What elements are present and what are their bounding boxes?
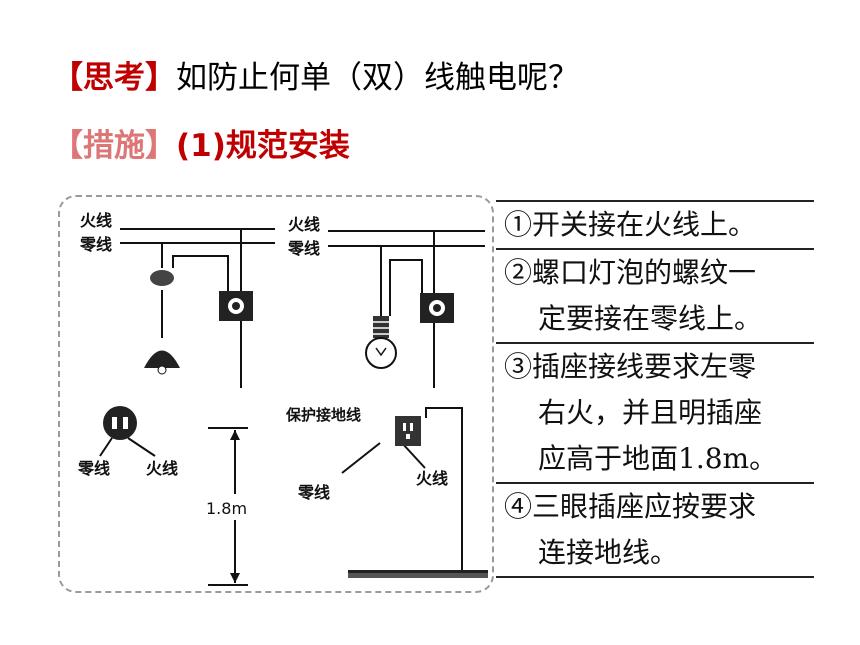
- neutral-wire-label-1: 零线: [79, 235, 112, 254]
- live-wire-label-2: 火线: [288, 215, 320, 234]
- ground-hatch: [348, 570, 488, 578]
- live-wire-label-1: 火线: [80, 211, 112, 230]
- light-bulb-icon: [365, 337, 397, 369]
- step-3-line-3: 应高于地面1.8m。: [538, 442, 778, 475]
- think-heading: 【思考】如防止何单（双）线触电呢？: [52, 56, 579, 100]
- measure-text: (1)规范安装: [176, 128, 350, 164]
- step-3: ③插座接线要求左零 右火，并且明插座 应高于地面1.8m。: [496, 342, 814, 482]
- wiring-diagram: 火线 零线 火线 零线 零线 火线 保护接地线 零线 火线 1.8m: [77, 211, 488, 586]
- measure-heading: 【措施】(1)规范安装: [52, 124, 350, 168]
- step-3-line-2: 右火，并且明插座: [538, 396, 763, 429]
- ground-outlet-neutral-label: 零线: [297, 483, 330, 502]
- steps-list: ①开关接在火线上。 ②螺口灯泡的螺纹一 定要接在零线上。 ③插座接线要求左零 右…: [496, 200, 814, 578]
- think-tag: 【思考】: [52, 60, 176, 96]
- outlet-neutral-label: 零线: [77, 459, 110, 478]
- step-2-line-2: 定要接在零线上。: [538, 302, 763, 335]
- three-hole-outlet-icon: [395, 416, 421, 446]
- step-4: ④三眼插座应按要求 连接地线。: [496, 482, 814, 578]
- step-4-line-2: 连接地线。: [538, 536, 679, 569]
- measure-tag: 【措施】: [52, 128, 176, 164]
- lamp-shade-icon: [144, 350, 180, 368]
- step-4-line-1: ④三眼插座应按要求: [504, 490, 757, 523]
- two-hole-outlet-icon: [103, 406, 137, 440]
- think-text: 如防止何单（双）线触电呢？: [176, 60, 579, 96]
- step-1: ①开关接在火线上。: [496, 200, 814, 248]
- protective-ground-label: 保护接地线: [285, 406, 361, 424]
- outlet-live-label: 火线: [146, 459, 178, 478]
- step-1-line-1: ①开关接在火线上。: [504, 208, 757, 241]
- step-3-line-1: ③插座接线要求左零: [504, 350, 757, 383]
- diagram-panel: [58, 195, 494, 593]
- step-2-line-1: ②螺口灯泡的螺纹一: [504, 256, 757, 289]
- ground-outlet-live-label: 火线: [416, 469, 448, 488]
- step-2: ②螺口灯泡的螺纹一 定要接在零线上。: [496, 248, 814, 342]
- height-label: 1.8m: [206, 499, 247, 518]
- neutral-wire-label-2: 零线: [287, 239, 320, 258]
